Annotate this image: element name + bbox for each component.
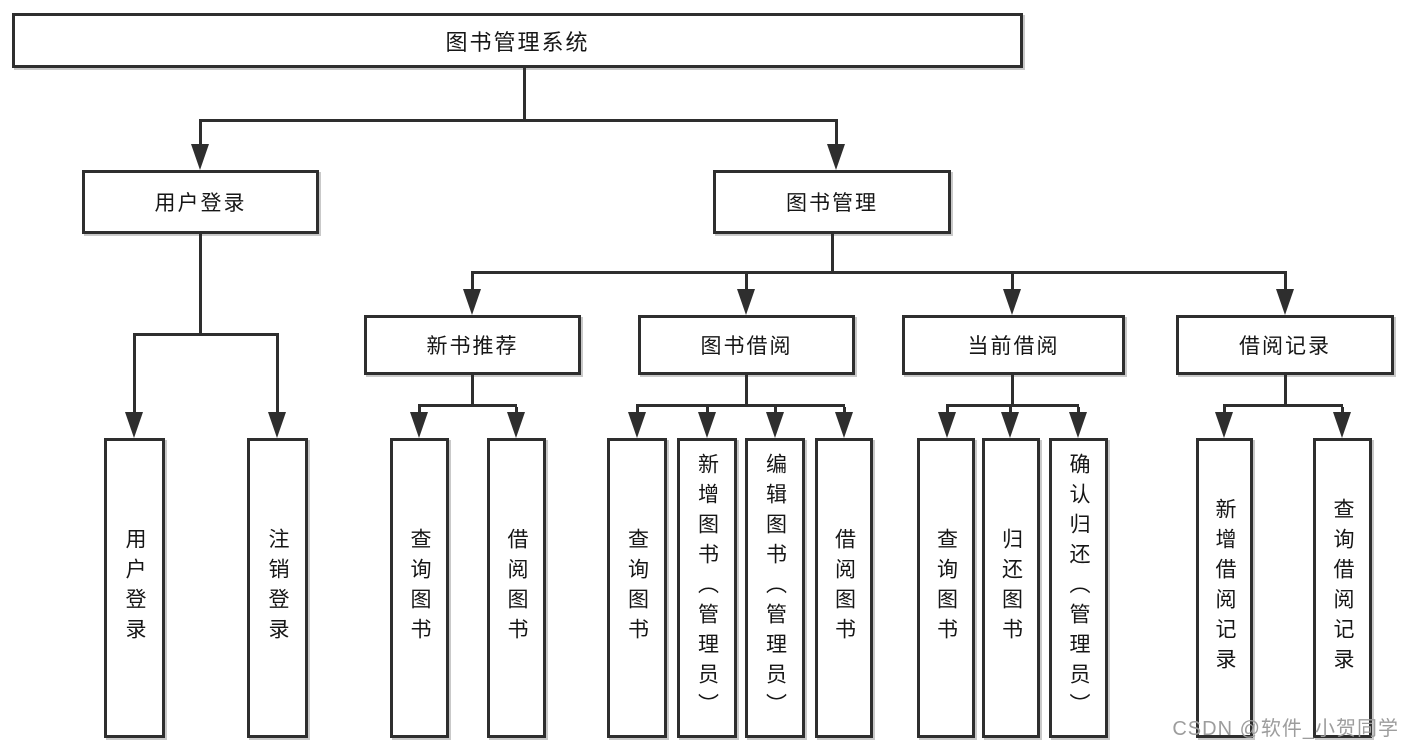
arrow-down-icon — [1215, 412, 1233, 438]
leaf-edit-book-admin: 编辑图书（管理员） — [745, 438, 805, 738]
connector-bus-line — [946, 404, 1079, 407]
connector-stub-line — [1010, 375, 1014, 407]
leaf-query-book-3: 查询图书 — [917, 438, 975, 738]
arrow-shaft-line — [1010, 274, 1014, 295]
connector-bus-line — [471, 271, 1287, 274]
node-current-borrow: 当前借阅 — [902, 315, 1125, 375]
watermark-text: CSDN @软件_小贺同学 — [1172, 718, 1399, 740]
leaf-borrow-book-1: 借阅图书 — [487, 438, 546, 738]
arrow-down-icon — [1333, 412, 1351, 438]
arrow-down-icon — [737, 289, 755, 315]
arrow-shaft-line — [834, 119, 838, 150]
node-current-borrow-label: 当前借阅 — [967, 335, 1060, 358]
arrow-down-icon — [938, 412, 956, 438]
node-book-mgmt-label: 图书管理 — [786, 192, 878, 215]
connector-bus-line — [1223, 404, 1343, 407]
leaf-logout: 注销登录 — [247, 438, 308, 738]
arrow-down-icon — [1069, 412, 1087, 438]
leaf-borrow-book-2-label: 借阅图书 — [832, 528, 856, 648]
leaf-query-book-1-label: 查询图书 — [408, 528, 431, 648]
arrow-shaft-line — [1283, 274, 1287, 295]
node-book-borrow: 图书借阅 — [638, 315, 855, 375]
node-root-label: 图书管理系统 — [445, 29, 590, 55]
arrow-down-icon — [1003, 289, 1021, 315]
connector-bus-line — [418, 404, 517, 407]
connector-stub-line — [744, 375, 748, 407]
connector-stub-line — [470, 375, 474, 407]
leaf-query-borrow-record-label: 查询借阅记录 — [1331, 498, 1354, 678]
arrow-down-icon — [125, 412, 143, 438]
arrow-down-icon — [766, 412, 784, 438]
leaf-add-borrow-record: 新增借阅记录 — [1196, 438, 1253, 738]
connector-stub-line — [1283, 375, 1287, 407]
arrow-down-icon — [463, 289, 481, 315]
leaf-add-borrow-record-label: 新增借阅记录 — [1213, 498, 1236, 678]
node-new-book-recommend: 新书推荐 — [364, 315, 581, 375]
leaf-query-borrow-record: 查询借阅记录 — [1313, 438, 1372, 738]
arrow-down-icon — [835, 412, 853, 438]
arrow-down-icon — [410, 412, 428, 438]
arrow-down-icon — [698, 412, 716, 438]
connector-stub-line — [198, 234, 202, 336]
arrow-down-icon — [191, 144, 209, 170]
arrow-down-icon — [268, 412, 286, 438]
leaf-add-book-admin-label: 新增图书（管理员） — [695, 453, 719, 723]
arrow-shaft-line — [132, 336, 136, 418]
leaf-user-login-label: 用户登录 — [123, 528, 146, 648]
leaf-return-book: 归还图书 — [982, 438, 1040, 738]
leaf-query-book-2: 查询图书 — [607, 438, 667, 738]
node-user-login: 用户登录 — [82, 170, 319, 234]
node-borrow-record-label: 借阅记录 — [1239, 335, 1331, 358]
leaf-edit-book-admin-label: 编辑图书（管理员） — [763, 453, 787, 723]
node-root: 图书管理系统 — [12, 13, 1023, 68]
leaf-borrow-book-1-label: 借阅图书 — [505, 528, 528, 648]
arrow-shaft-line — [470, 274, 474, 295]
leaf-query-book-3-label: 查询图书 — [934, 528, 958, 648]
connector-stub-line — [830, 234, 834, 274]
connector-stub-line — [522, 68, 526, 121]
arrow-shaft-line — [198, 119, 202, 150]
arrow-down-icon — [827, 144, 845, 170]
leaf-logout-label: 注销登录 — [266, 528, 289, 648]
connector-bus-line — [133, 333, 279, 336]
leaf-user-login: 用户登录 — [104, 438, 165, 738]
node-user-login-label: 用户登录 — [154, 192, 247, 215]
leaf-confirm-return-admin: 确认归还（管理员） — [1049, 438, 1108, 738]
leaf-borrow-book-2: 借阅图书 — [815, 438, 873, 738]
node-book-borrow-label: 图书借阅 — [700, 335, 793, 358]
leaf-confirm-return-admin-label: 确认归还（管理员） — [1067, 453, 1090, 723]
arrow-down-icon — [507, 412, 525, 438]
leaf-return-book-label: 归还图书 — [999, 528, 1023, 648]
node-borrow-record: 借阅记录 — [1176, 315, 1394, 375]
node-new-book-recommend-label: 新书推荐 — [426, 335, 519, 358]
arrow-down-icon — [1276, 289, 1294, 315]
node-book-mgmt: 图书管理 — [713, 170, 951, 234]
connector-bus-line — [199, 119, 838, 122]
leaf-query-book-1: 查询图书 — [390, 438, 449, 738]
leaf-add-book-admin: 新增图书（管理员） — [677, 438, 737, 738]
leaf-query-book-2-label: 查询图书 — [625, 528, 649, 648]
arrow-shaft-line — [275, 336, 279, 418]
arrow-shaft-line — [744, 274, 748, 295]
arrow-down-icon — [628, 412, 646, 438]
arrow-down-icon — [1001, 412, 1019, 438]
connector-bus-line — [636, 404, 845, 407]
